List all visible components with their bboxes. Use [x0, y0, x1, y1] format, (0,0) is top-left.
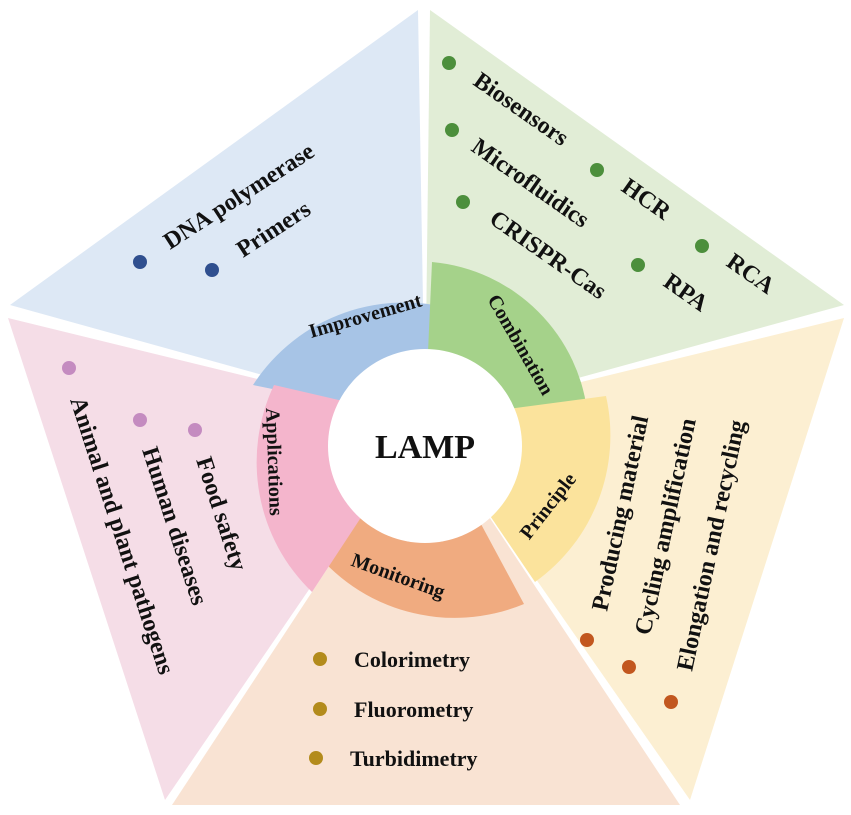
bullet-animal-and-plant-pathogens [62, 361, 76, 375]
bullet-fluorometry [313, 702, 327, 716]
bullet-turbidimetry [309, 751, 323, 765]
panel-improvement [10, 10, 425, 420]
bullet-primers [205, 263, 219, 277]
item-colorimetry: Colorimetry [354, 647, 470, 672]
bullet-biosensors [442, 56, 456, 70]
item-fluorometry: Fluorometry [354, 697, 473, 722]
bullet-microfluidics [445, 123, 459, 137]
bullet-crispr-cas [456, 195, 470, 209]
bullet-elongation-and-recycling [664, 695, 678, 709]
center-label: LAMP [375, 429, 475, 466]
bullet-rca [695, 239, 709, 253]
bullet-colorimetry [313, 652, 327, 666]
bullet-cycling-amplification [622, 660, 636, 674]
bullet-dna-polymerase [133, 255, 147, 269]
item-turbidimetry: Turbidimetry [350, 746, 478, 771]
ring-label-applications: Applications [261, 408, 287, 517]
bullet-food-safety [188, 423, 202, 437]
bullet-rpa [631, 258, 645, 272]
bullet-producing-material [580, 633, 594, 647]
bullet-human-diseases [133, 413, 147, 427]
center-circle [328, 349, 522, 543]
bullet-hcr [590, 163, 604, 177]
